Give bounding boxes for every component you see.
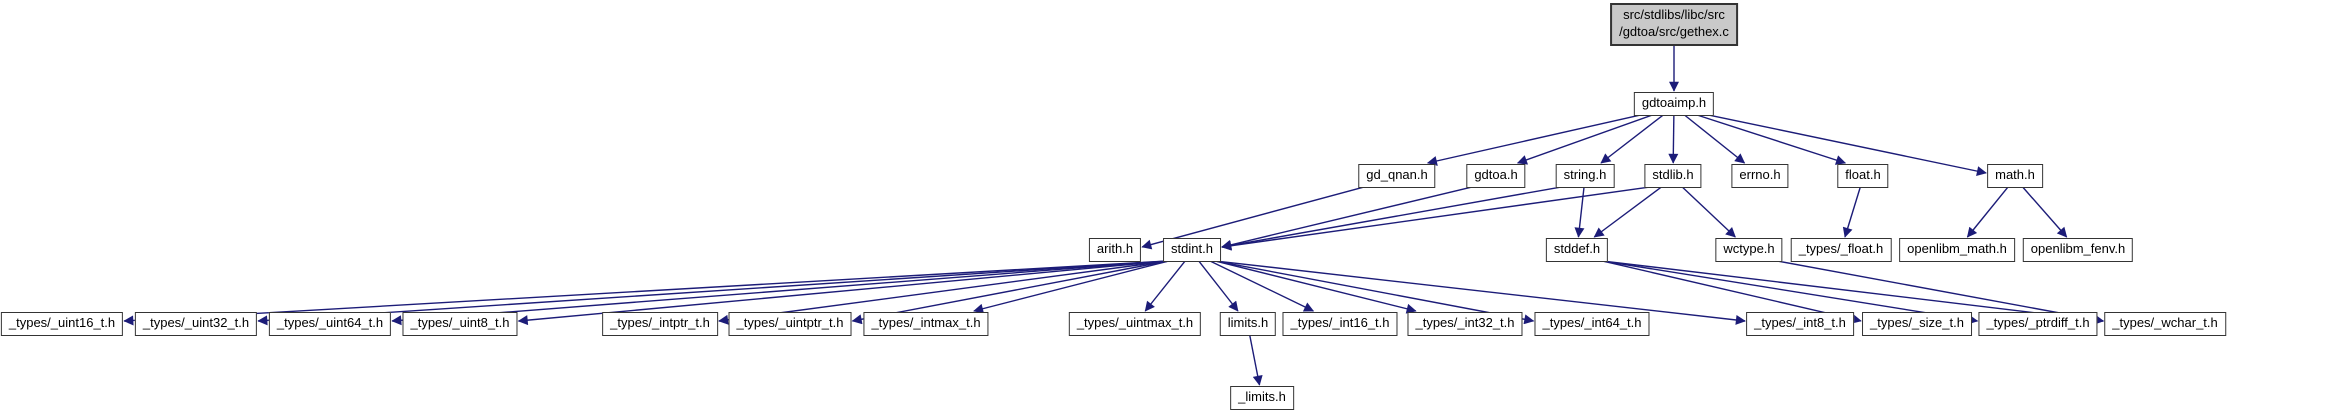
edge-stdint-to-uint32 [257, 260, 1170, 326]
node-errno-h[interactable]: errno.h [1731, 164, 1789, 188]
edge-stdint-to-int64 [1214, 260, 1535, 325]
node-types-intptr-t-h[interactable]: _types/_intptr_t.h [602, 312, 718, 336]
node-wctype-h[interactable]: wctype.h [1715, 238, 1783, 262]
edge-float-to-types_float [1842, 186, 1862, 238]
edge-stdint-to-intmax [973, 260, 1170, 314]
node-stdint-h[interactable]: stdint.h [1163, 238, 1221, 262]
node-types-int32-t-h[interactable]: _types/_int32_t.h [1407, 312, 1523, 336]
edge-gdtoaimp-to-float [1696, 114, 1847, 165]
node-types-uint16-t-h[interactable]: _types/_uint16_t.h [0, 312, 124, 336]
edge-math-to-openlibm_math [1966, 186, 2009, 238]
edge-string-to-stdint [1221, 186, 1562, 251]
node-gd-qnan-h[interactable]: gd_qnan.h [1358, 164, 1436, 188]
edge-gdtoaimp-to-errno [1683, 114, 1746, 164]
node-gdtoaimp-h[interactable]: gdtoaimp.h [1633, 92, 1715, 116]
node-types-uintmax-t-h[interactable]: _types/_uintmax_t.h [1068, 312, 1202, 336]
edge-stdint-to-uint16 [123, 260, 1170, 326]
edge-stdint-to-uintmax [1144, 260, 1186, 312]
edge-stdint-to-int8 [1214, 260, 1746, 325]
edge-gdtoaimp-to-gdtoa [1516, 114, 1653, 165]
node-types-ptrdiff-t-h[interactable]: _types/_ptrdiff_t.h [1978, 312, 2098, 336]
node-types-float-h[interactable]: _types/_float.h [1790, 238, 1892, 262]
edge-gdtoaimp-to-stdlib [1668, 114, 1679, 164]
edge-stdlib-to-stdint [1221, 186, 1651, 251]
edge-gdtoa-to-stdint [1221, 186, 1473, 250]
node-private-limits-h[interactable]: _limits.h [1230, 386, 1294, 410]
edge-wctype-to-wchar [1776, 260, 2105, 325]
edge-stdint-to-int16 [1209, 260, 1315, 312]
edge-gd_qnan-to-arith [1141, 186, 1365, 250]
edge-string-to-stddef [1574, 186, 1585, 238]
edge-stdint-to-limits [1198, 260, 1239, 312]
edge-stdint-to-uint64 [391, 260, 1170, 326]
edge-gdtoaimp-to-gd_qnan [1426, 114, 1641, 166]
node-gethex-c[interactable]: src/stdlibs/libc/src /gdtoa/src/gethex.c [1610, 3, 1738, 46]
node-float-h[interactable]: float.h [1837, 164, 1889, 188]
node-types-intmax-t-h[interactable]: _types/_intmax_t.h [863, 312, 989, 336]
node-types-int16-t-h[interactable]: _types/_int16_t.h [1282, 312, 1398, 336]
edge-stdlib-to-stddef [1593, 186, 1662, 238]
edge-stdlib-to-wctype [1681, 186, 1736, 238]
node-types-int8-t-h[interactable]: _types/_int8_t.h [1746, 312, 1854, 336]
edge-math-to-openlibm_fenv [2022, 186, 2068, 238]
node-stdlib-h[interactable]: stdlib.h [1644, 164, 1702, 188]
edge-stdint-to-intptr [718, 260, 1170, 325]
edge-gdtoaimp-to-math [1708, 114, 1987, 177]
node-types-int64-t-h[interactable]: _types/_int64_t.h [1534, 312, 1650, 336]
node-types-wchar-t-h[interactable]: _types/_wchar_t.h [2104, 312, 2226, 336]
edge-limits-to-limits_private [1248, 334, 1263, 386]
node-stddef-h[interactable]: stddef.h [1545, 238, 1609, 262]
edge-stddef-to-ptrdiff [1602, 260, 1979, 325]
node-types-size-t-h[interactable]: _types/_size_t.h [1862, 312, 1972, 336]
node-types-uint32-t-h[interactable]: _types/_uint32_t.h [134, 312, 258, 336]
node-openlibm-fenv-h[interactable]: openlibm_fenv.h [2022, 238, 2134, 262]
node-math-h[interactable]: math.h [1987, 164, 2043, 188]
edge-stdint-to-uintptr [851, 260, 1170, 325]
node-openlibm-math-h[interactable]: openlibm_math.h [1899, 238, 2015, 262]
node-types-uint8-t-h[interactable]: _types/_uint8_t.h [402, 312, 518, 336]
node-string-h[interactable]: string.h [1555, 164, 1615, 188]
node-types-uint64-t-h[interactable]: _types/_uint64_t.h [268, 312, 392, 336]
node-arith-h[interactable]: arith.h [1088, 238, 1142, 262]
node-limits-h[interactable]: limits.h [1219, 312, 1277, 336]
edge-stddef-to-wchar [1602, 260, 2105, 325]
edge-gdtoaimp-to-string [1600, 114, 1664, 164]
edge-stdint-to-uint8 [517, 260, 1170, 326]
node-types-uintptr-t-h[interactable]: _types/_uintptr_t.h [728, 312, 852, 336]
edge-stddef-to-size [1601, 260, 1862, 324]
edge-stdint-to-int32 [1214, 260, 1417, 314]
node-gdtoa-h[interactable]: gdtoa.h [1466, 164, 1526, 188]
